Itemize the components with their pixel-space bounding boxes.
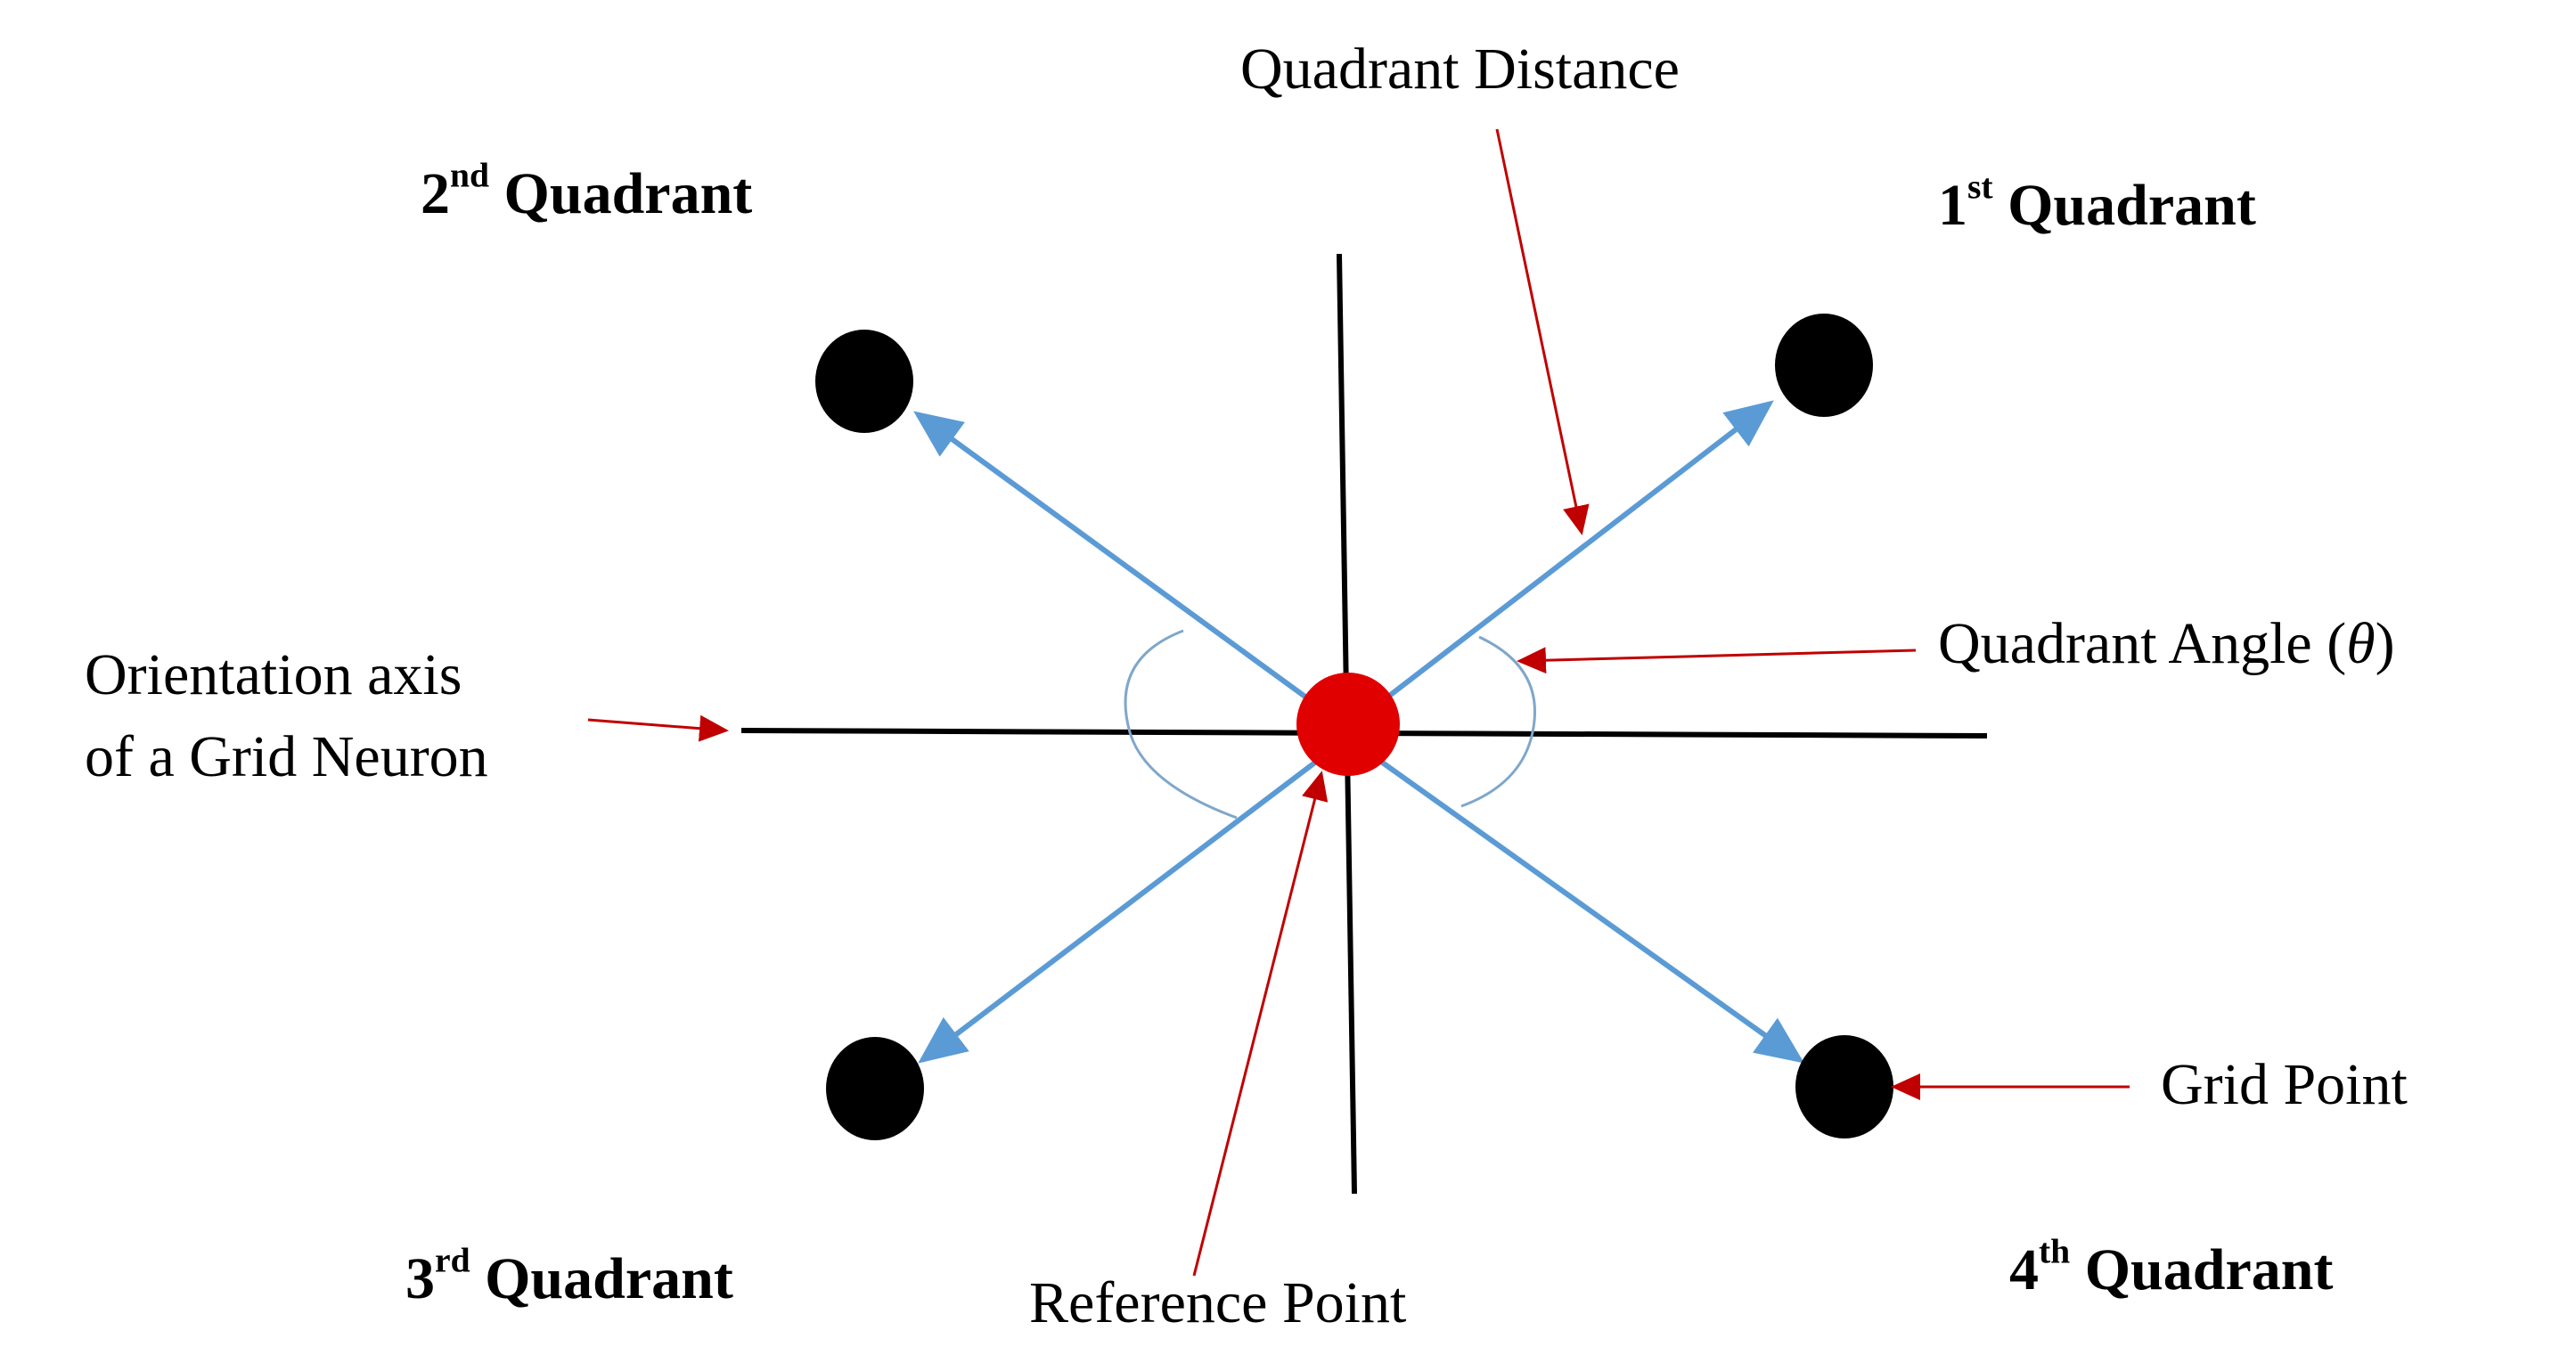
label-quadrant-2: 2nd Quadrant: [421, 158, 753, 228]
vector-q2: [913, 411, 1347, 729]
vector-q1: [1348, 400, 1774, 729]
quadrant-3-suffix: rd: [435, 1240, 470, 1280]
grid-point-q2: [815, 330, 913, 433]
label-quadrant-3: 3rd Quadrant: [405, 1243, 733, 1313]
quadrant-4-suffix: th: [2039, 1231, 2071, 1271]
quadrant-1-number: 1: [1938, 173, 1967, 238]
arrow-reference-point: [1192, 771, 1329, 1277]
arrow-orientation-axis: [587, 714, 729, 742]
quadrant-angle-text: Quadrant Angle: [1938, 611, 2312, 676]
arrow-quadrant-angle: [1517, 647, 1917, 674]
quadrant-3-number: 3: [405, 1246, 435, 1311]
quadrant-4-number: 4: [2009, 1237, 2039, 1302]
orientation-axis-line-2: of a Grid Neuron: [85, 724, 488, 789]
arrow-quadrant-distance: [1495, 128, 1590, 535]
quadrant-2-number: 2: [421, 161, 450, 226]
vector-q4: [1348, 737, 1804, 1064]
orientation-axis-line-1: Orientation axis: [85, 642, 462, 707]
angle-arc-left: [1124, 629, 1238, 820]
label-quadrant-4: 4th Quadrant: [2009, 1234, 2334, 1304]
grid-point-q3: [826, 1037, 924, 1140]
theta-symbol: θ: [2346, 611, 2376, 676]
theta-close-paren: ): [2375, 611, 2395, 676]
label-quadrant-1: 1st Quadrant: [1938, 169, 2256, 240]
angle-arc-right: [1460, 635, 1536, 808]
label-grid-point: Grid Point: [2161, 1052, 2408, 1117]
theta-open-paren: (: [2327, 611, 2347, 676]
quadrant-4-word: Quadrant: [2084, 1237, 2334, 1302]
quadrant-1-word: Quadrant: [2008, 173, 2256, 238]
quadrant-2-suffix: nd: [450, 155, 490, 195]
quadrant-1-suffix: st: [1967, 167, 1993, 207]
label-orientation-axis: Orientation axis of a Grid Neuron: [85, 634, 488, 798]
grid-point-q1: [1775, 314, 1873, 417]
vector-q3: [918, 737, 1347, 1064]
quadrant-2-word: Quadrant: [503, 161, 753, 226]
label-quadrant-distance: Quadrant Distance: [1240, 37, 1680, 102]
label-quadrant-angle: Quadrant Angle (θ): [1938, 610, 2395, 678]
quadrant-3-word: Quadrant: [485, 1246, 733, 1311]
grid-point-q4: [1795, 1035, 1893, 1138]
reference-point: [1296, 673, 1400, 776]
label-reference-point: Reference Point: [1029, 1270, 1407, 1335]
